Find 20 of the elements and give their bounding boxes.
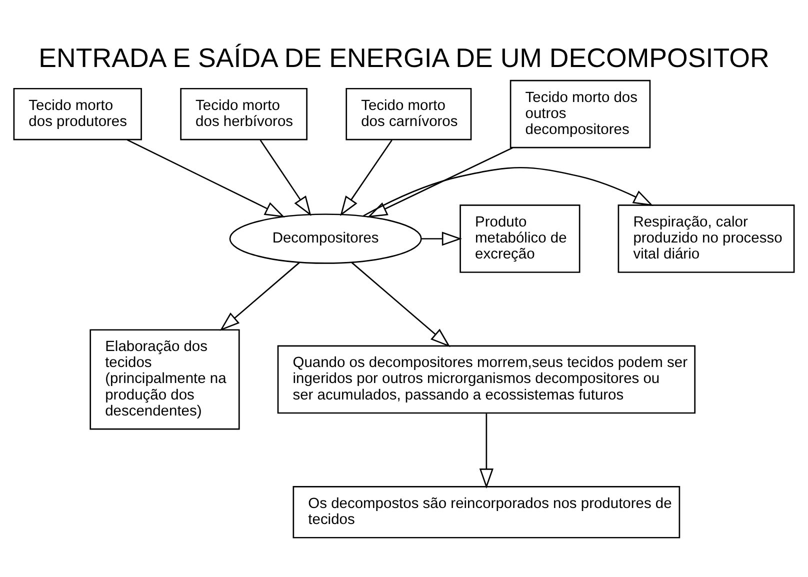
node-box: Quando os decompositores morrem,seus tecidos podem ser ingeridos por outros microrganismos decompositores ou ser acumulados, passando a ecossistemas futuros [277,344,696,414]
node-box: Elaboração dos tecidos (principalmente na produção dos descendentes) [90,328,240,430]
node-box: Os decompostos são reincorporados nos produtores de tecidos [292,486,680,538]
arrow [422,231,462,246]
node-box: Tecido morto dos outros decompositores [510,79,651,148]
arrow [479,413,494,488]
arrow [363,166,654,216]
diagram-title: ENTRADA E SAÍDA DE ENERGIA DE UM DECOMPOSITOR [38,42,770,73]
node-box: Respiração, calor produzido no processo vital diário [618,204,795,272]
arrow [351,262,450,347]
node-box: Tecido morto dos produtores [13,87,142,140]
arrow [367,146,513,217]
arrow [220,262,300,330]
arrow [340,139,392,216]
arrow [126,138,285,217]
arrow [260,139,312,216]
node-box: Tecido morto dos carnívoros [346,87,472,140]
node-ellipse: Decompositores [229,213,422,264]
node-box: Tecido morto dos herbívoros [180,87,308,140]
node-box: Produto metabólico de excreção [460,204,580,272]
